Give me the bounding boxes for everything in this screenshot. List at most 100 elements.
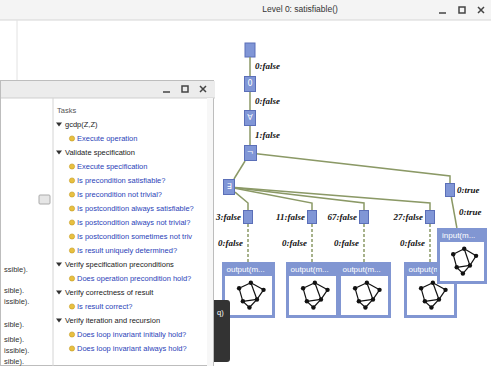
value-box: 3:false (243, 210, 253, 224)
node-label: output(m... (225, 265, 272, 276)
task-link: Is result correct? (77, 302, 132, 311)
connector (363, 224, 365, 262)
graph-dot (455, 265, 459, 269)
title-bar (0, 0, 491, 20)
graph-link (250, 283, 256, 300)
graph-dot (474, 254, 478, 258)
window-title: Level 0: satisfiable() (190, 4, 410, 14)
value-box: 0:true (445, 183, 455, 197)
task-link: Is postcondition sometimes not triv (77, 232, 192, 241)
root-connector (249, 57, 251, 76)
node-label: ¬ (247, 148, 254, 158)
graph-dot (312, 281, 316, 285)
expand-triangle (56, 151, 62, 155)
window-title-text: Level 0: satisfiable() (262, 4, 338, 14)
connector (234, 161, 245, 179)
expand-triangle (56, 263, 62, 267)
title-bar-border (0, 20, 491, 21)
graph-link (464, 249, 470, 266)
task-link: Execute operation (77, 134, 137, 143)
graph-dot (461, 271, 465, 275)
task-icon (69, 220, 74, 225)
task-icon (69, 178, 74, 183)
graph-picture (341, 276, 388, 313)
operator-box: ¬ (244, 145, 257, 161)
graph-dot (422, 299, 426, 303)
connector (249, 92, 251, 110)
graph-link (314, 283, 320, 300)
graph-dot (364, 281, 368, 285)
value-box: 27:false (425, 210, 435, 224)
value-label: 0:false (254, 61, 281, 72)
task-link: Is precondition satisfiable? (77, 176, 165, 185)
task-icon (69, 346, 74, 351)
maximize-icon (459, 7, 465, 13)
task-icon (69, 332, 74, 337)
graph-dot (300, 286, 304, 290)
graph-dot (352, 286, 356, 290)
graph-picture (289, 276, 336, 313)
close-icon (478, 7, 484, 13)
tasks-window: Tasksgcdp(Z,Z)Execute operationValidate … (0, 80, 214, 366)
operator-box: 0 (244, 76, 256, 92)
output-text: sible). (4, 335, 24, 344)
edge-label: 1:false (254, 130, 281, 141)
task-group: Verify specification preconditions (65, 260, 174, 269)
task-icon (69, 206, 74, 211)
connector (249, 126, 251, 145)
graph-dot (356, 299, 360, 303)
graph-dot (236, 286, 240, 290)
output-text: sible). (4, 286, 24, 295)
graph-dot (247, 305, 251, 309)
output-text: sible). (4, 320, 24, 329)
connector (429, 224, 431, 262)
connector (235, 187, 430, 210)
graph-link (366, 283, 372, 300)
graph-dot (462, 247, 466, 251)
graph-dot (325, 288, 329, 292)
task-link: Is precondition not trivial? (77, 190, 162, 199)
maximize-icon (182, 86, 188, 92)
node-label: 3:false (216, 212, 241, 223)
connector (247, 224, 249, 262)
tooltip: q) (214, 300, 230, 362)
output-text: sible). (4, 357, 24, 366)
graph-dot (430, 281, 434, 285)
edge-label: 0:false (399, 238, 426, 249)
graph-picture (225, 276, 272, 313)
graph-dot (248, 281, 252, 285)
task-link: Execute specification (77, 162, 147, 171)
minimize-icon (439, 12, 446, 14)
graph-dot (363, 305, 367, 309)
value-box: 11:false (307, 210, 317, 224)
expand-triangle (56, 319, 62, 323)
node-label: 27:false (394, 212, 424, 223)
node-label: 67:false (328, 212, 358, 223)
tooltip-text: q) (217, 308, 224, 317)
graph-dot (418, 286, 422, 290)
close-icon (200, 86, 206, 92)
task-group: Validate specification (65, 148, 135, 157)
pane-separator (53, 98, 54, 366)
output-text: issible). (4, 297, 29, 306)
graph-dot (311, 305, 315, 309)
graph-dot (304, 299, 308, 303)
model-box: input(m... (437, 228, 487, 284)
connector (235, 188, 312, 210)
connector (451, 197, 457, 228)
value-box: 67:false (359, 210, 369, 224)
task-link: Is postcondition always not trivial? (77, 218, 190, 227)
graph-dot (318, 297, 322, 301)
edge-label: 0:false (254, 96, 281, 107)
operator-box: ∀ (244, 110, 256, 126)
edge-label: 0:false (333, 238, 360, 249)
title-bar (1, 81, 215, 98)
graph-dot (429, 305, 433, 309)
task-link: Does loop invariant always hold? (77, 344, 187, 353)
task-icon (69, 234, 74, 239)
graph-dot (451, 252, 455, 256)
graph-dot (443, 288, 447, 292)
graph-picture (440, 242, 484, 279)
window-border (17, 20, 18, 80)
small-button (39, 195, 50, 204)
